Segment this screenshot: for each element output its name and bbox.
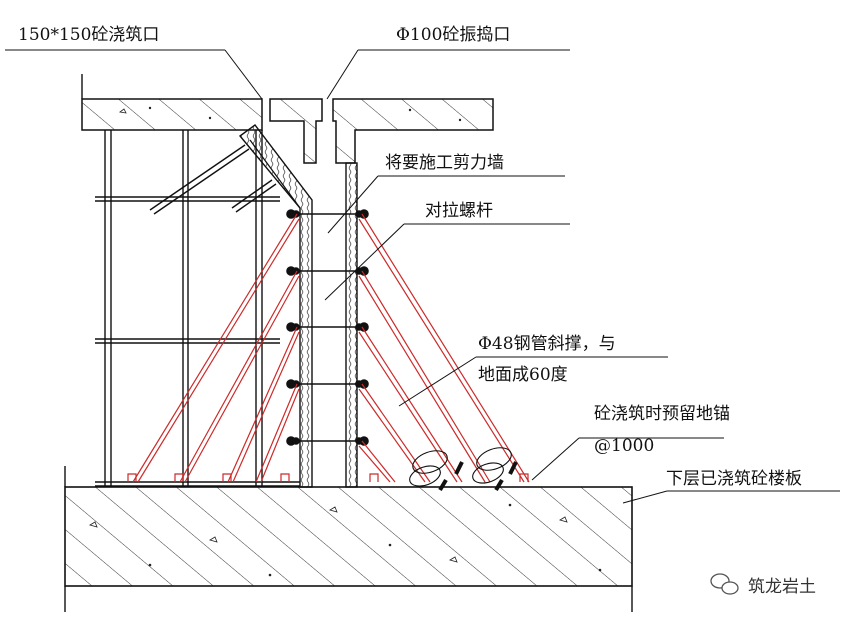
brace-label-line2: 地面成60度 [478, 365, 568, 385]
vibration-opening-label: Φ100砼振捣口 [396, 25, 510, 45]
pour-opening-label: 150*150砼浇筑口 [18, 25, 159, 45]
anchor-label-line1: 砼浇筑时预留地锚 [594, 404, 730, 424]
steel-pipe-braces [127, 213, 530, 483]
scaffold-frame [81, 74, 300, 487]
tie-bolts [286, 209, 369, 446]
shear-wall-label: 将要施工剪力墙 [385, 153, 504, 173]
tie-bolt-label: 对拉螺杆 [425, 201, 493, 221]
lower-slab [64, 466, 633, 612]
anchor-label-line2: @1000 [594, 436, 654, 456]
ground-anchors [409, 447, 518, 492]
upper-slab-left [81, 98, 263, 131]
watermark: 筑龙岩土 [710, 573, 816, 597]
brace-label-line1: Φ48钢管斜撑，与 [478, 334, 616, 354]
upper-slab-tee [269, 98, 323, 164]
wechat-icon [710, 573, 739, 595]
floor-slab-label: 下层已浇筑砼楼板 [666, 469, 802, 489]
watermark-text: 筑龙岩土 [748, 577, 816, 597]
right-formwork [345, 162, 358, 488]
leader-lines [5, 49, 840, 504]
